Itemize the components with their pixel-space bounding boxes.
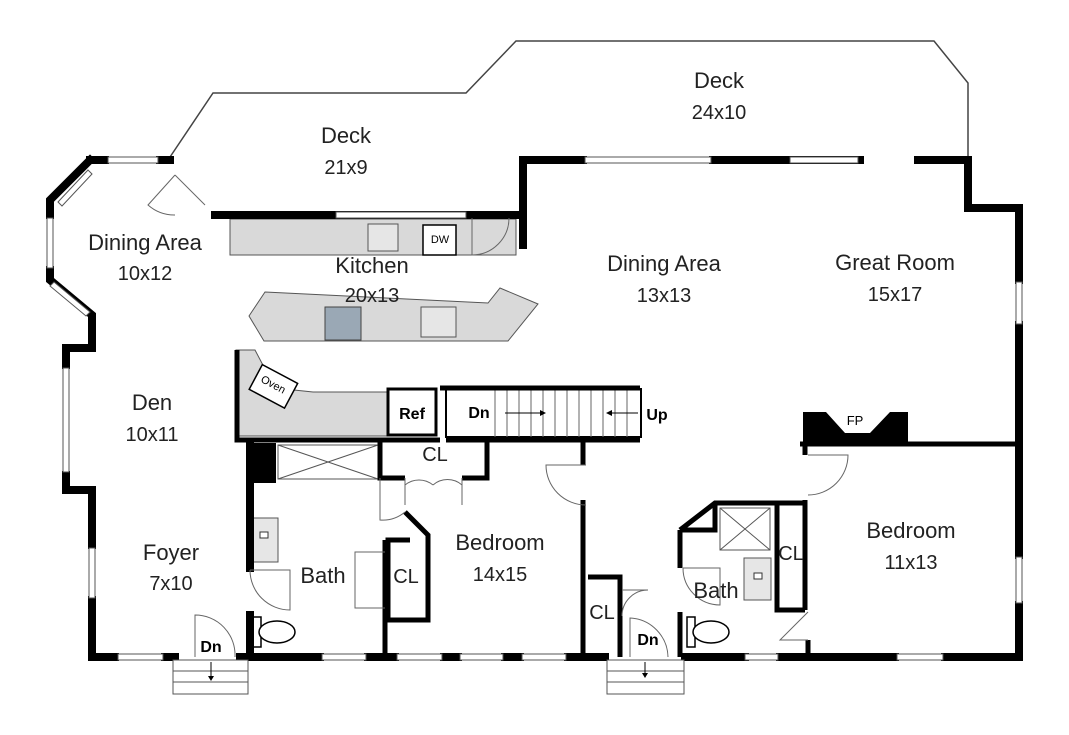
- doors: [147, 174, 849, 658]
- kitchen-counter-lower: Oven Ref: [235, 349, 438, 437]
- kitchen-counter-back: DW: [229, 218, 517, 256]
- refrigerator-icon: [386, 387, 438, 437]
- closet-top-label: CL: [422, 444, 448, 466]
- island-sink-icon: [420, 306, 457, 338]
- fireplace: FP: [803, 412, 908, 443]
- fireplace-label: FP: [847, 413, 864, 428]
- bedroom-right-name: Bedroom: [866, 518, 955, 543]
- stair-up-label: Up: [646, 407, 668, 424]
- bath-right-fixtures: [686, 557, 772, 648]
- bedroom-center-size: 14x15: [473, 564, 528, 586]
- deck-right-size: 24x10: [692, 102, 747, 124]
- bedroom-center-name: Bedroom: [455, 530, 544, 555]
- den-name: Den: [132, 390, 172, 415]
- great-room-size: 15x17: [868, 284, 923, 306]
- bath-right-name: Bath: [693, 578, 738, 603]
- bedroom-right-size: 11x13: [884, 552, 937, 574]
- foyer-down-label: Dn: [200, 639, 221, 656]
- shower-right: [719, 507, 771, 551]
- toilet-icon: [258, 620, 296, 644]
- kitchen-name: Kitchen: [335, 253, 408, 278]
- sink-icon: [367, 223, 399, 252]
- dining-left-size: 10x12: [118, 263, 173, 285]
- closet-hall-label: CL: [589, 602, 615, 624]
- dining-left-name: Dining Area: [88, 230, 203, 255]
- closet-bath-right-label: CL: [778, 543, 804, 565]
- kitchen-size: 20x13: [345, 285, 400, 307]
- great-room-name: Great Room: [835, 250, 955, 275]
- foyer-name: Foyer: [143, 540, 199, 565]
- den-size: 10x11: [125, 424, 178, 446]
- deck-right-name: Deck: [694, 68, 745, 93]
- windows: [46, 156, 1023, 661]
- dining-center-name: Dining Area: [607, 251, 722, 276]
- deck-outline: [167, 40, 969, 161]
- dishwasher-label: DW: [431, 234, 450, 246]
- bath-left-fixtures: [250, 517, 296, 648]
- cooktop-icon: [324, 306, 362, 341]
- refrigerator-label: Ref: [399, 406, 425, 423]
- bath-left-name: Bath: [300, 563, 345, 588]
- hall-down-label: Dn: [637, 632, 658, 649]
- toilet-right-icon: [692, 620, 730, 644]
- dishwasher-icon: [422, 224, 457, 256]
- foyer-steps: [172, 659, 249, 695]
- foyer-size: 7x10: [149, 573, 192, 595]
- staircase: Dn: [445, 388, 642, 438]
- deck-left-name: Deck: [321, 123, 372, 148]
- oven-icon: [248, 363, 299, 410]
- closet-bath-left-label: CL: [393, 566, 419, 588]
- closet-shelf-top: [277, 444, 379, 480]
- dining-center-size: 13x13: [637, 285, 692, 307]
- stair-down-label: Dn: [468, 405, 489, 422]
- hall-steps: [606, 659, 685, 695]
- deck-left-size: 21x9: [324, 157, 367, 179]
- kitchen-island: [248, 287, 539, 342]
- vanity-sink-icon: [250, 517, 279, 563]
